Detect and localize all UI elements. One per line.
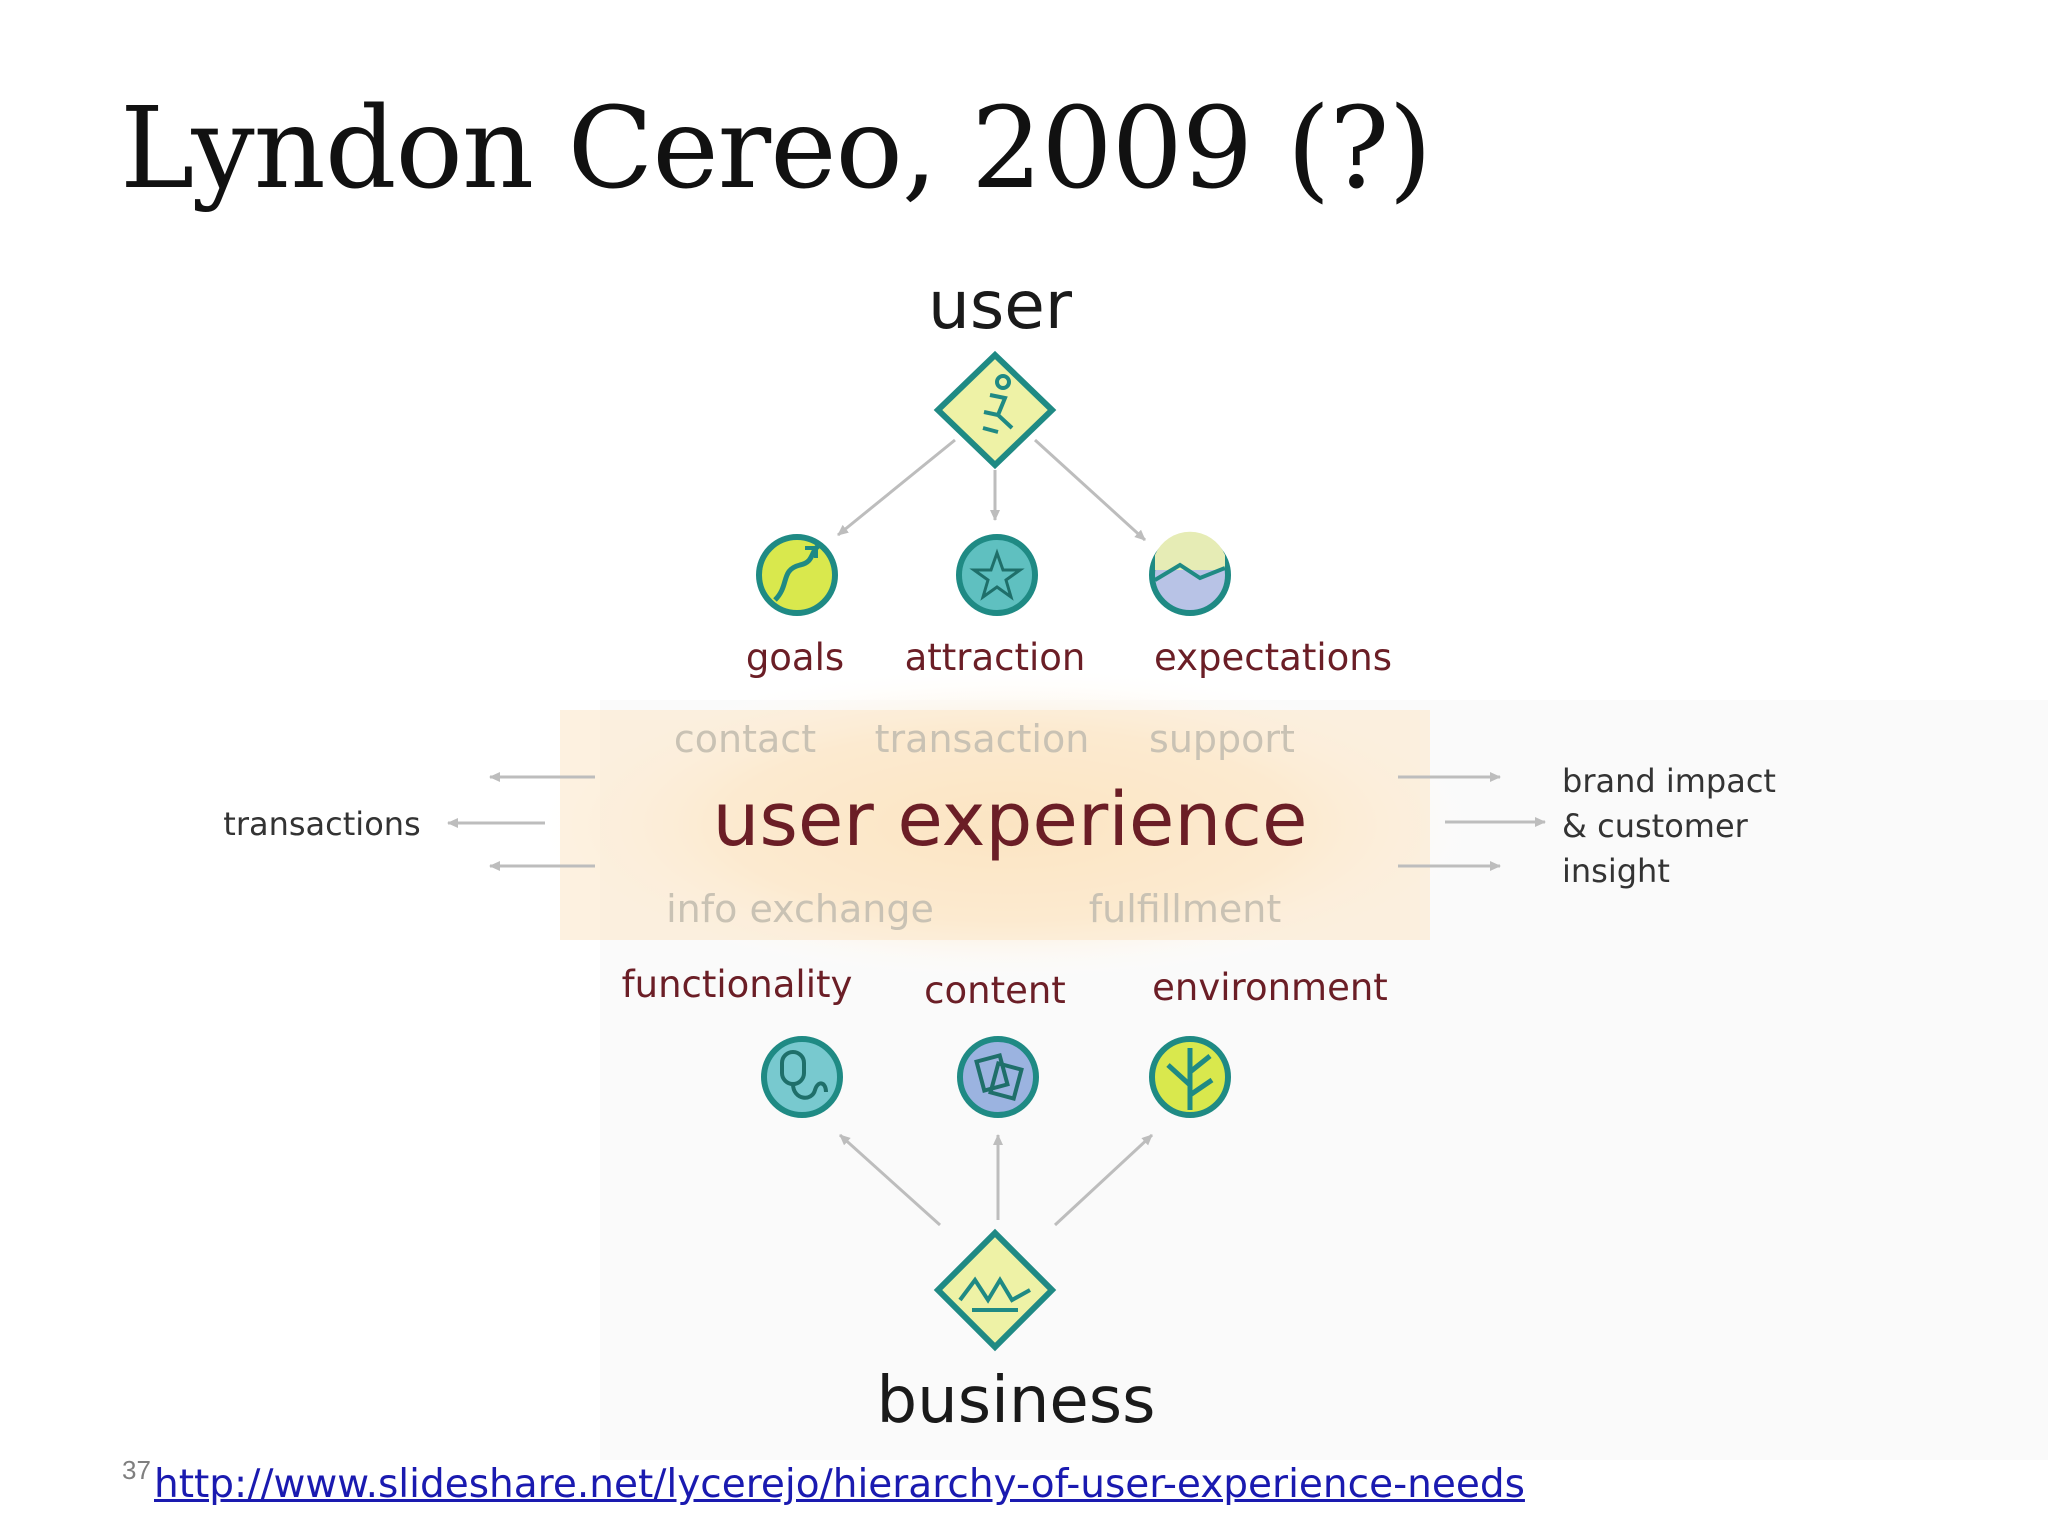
faded-label-info-exchange: info exchange [666, 887, 934, 931]
left-arrows [447, 772, 595, 871]
star-icon [956, 534, 1038, 616]
faded-label-support: support [1149, 717, 1295, 761]
right-output-line-2: & customer [1562, 807, 1749, 845]
right-arrows [1398, 772, 1546, 871]
sunrise-icon [1149, 531, 1231, 616]
slide-title: Lyndon Cereo, 2009 (?) [120, 84, 1432, 214]
faded-label-transaction: transaction [875, 717, 1090, 761]
right-output-line-3: insight [1562, 852, 1670, 890]
need-label-attraction: attraction [905, 636, 1086, 679]
bottom-node-label: business [877, 1364, 1156, 1438]
offer-label-environment: environment [1152, 966, 1388, 1009]
top-node-label: user [928, 267, 1073, 344]
faded-label-fulfillment: fulfillment [1089, 887, 1281, 931]
business-diamond-icon [933, 1228, 1057, 1352]
offer-label-content: content [924, 969, 1066, 1012]
need-label-expectations: expectations [1154, 636, 1392, 679]
right-output-line-1: brand impact [1562, 762, 1776, 800]
user-arrows [837, 438, 1147, 542]
source-link[interactable]: http://www.slideshare.net/lycerejo/hiera… [154, 1462, 1525, 1507]
slide-number: 37 [122, 1455, 151, 1485]
faded-label-contact: contact [674, 717, 816, 761]
mouse-icon [761, 1036, 843, 1118]
need-label-goals: goals [746, 636, 844, 679]
center-label: user experience [712, 777, 1307, 863]
business-arrows [838, 1133, 1154, 1227]
path-icon [756, 534, 838, 616]
tree-icon [1149, 1036, 1231, 1118]
left-output-label: transactions [223, 805, 420, 843]
center-band [560, 710, 1430, 940]
documents-icon [957, 1036, 1039, 1118]
offer-label-functionality: functionality [622, 963, 853, 1006]
user-diamond-icon [933, 350, 1057, 470]
